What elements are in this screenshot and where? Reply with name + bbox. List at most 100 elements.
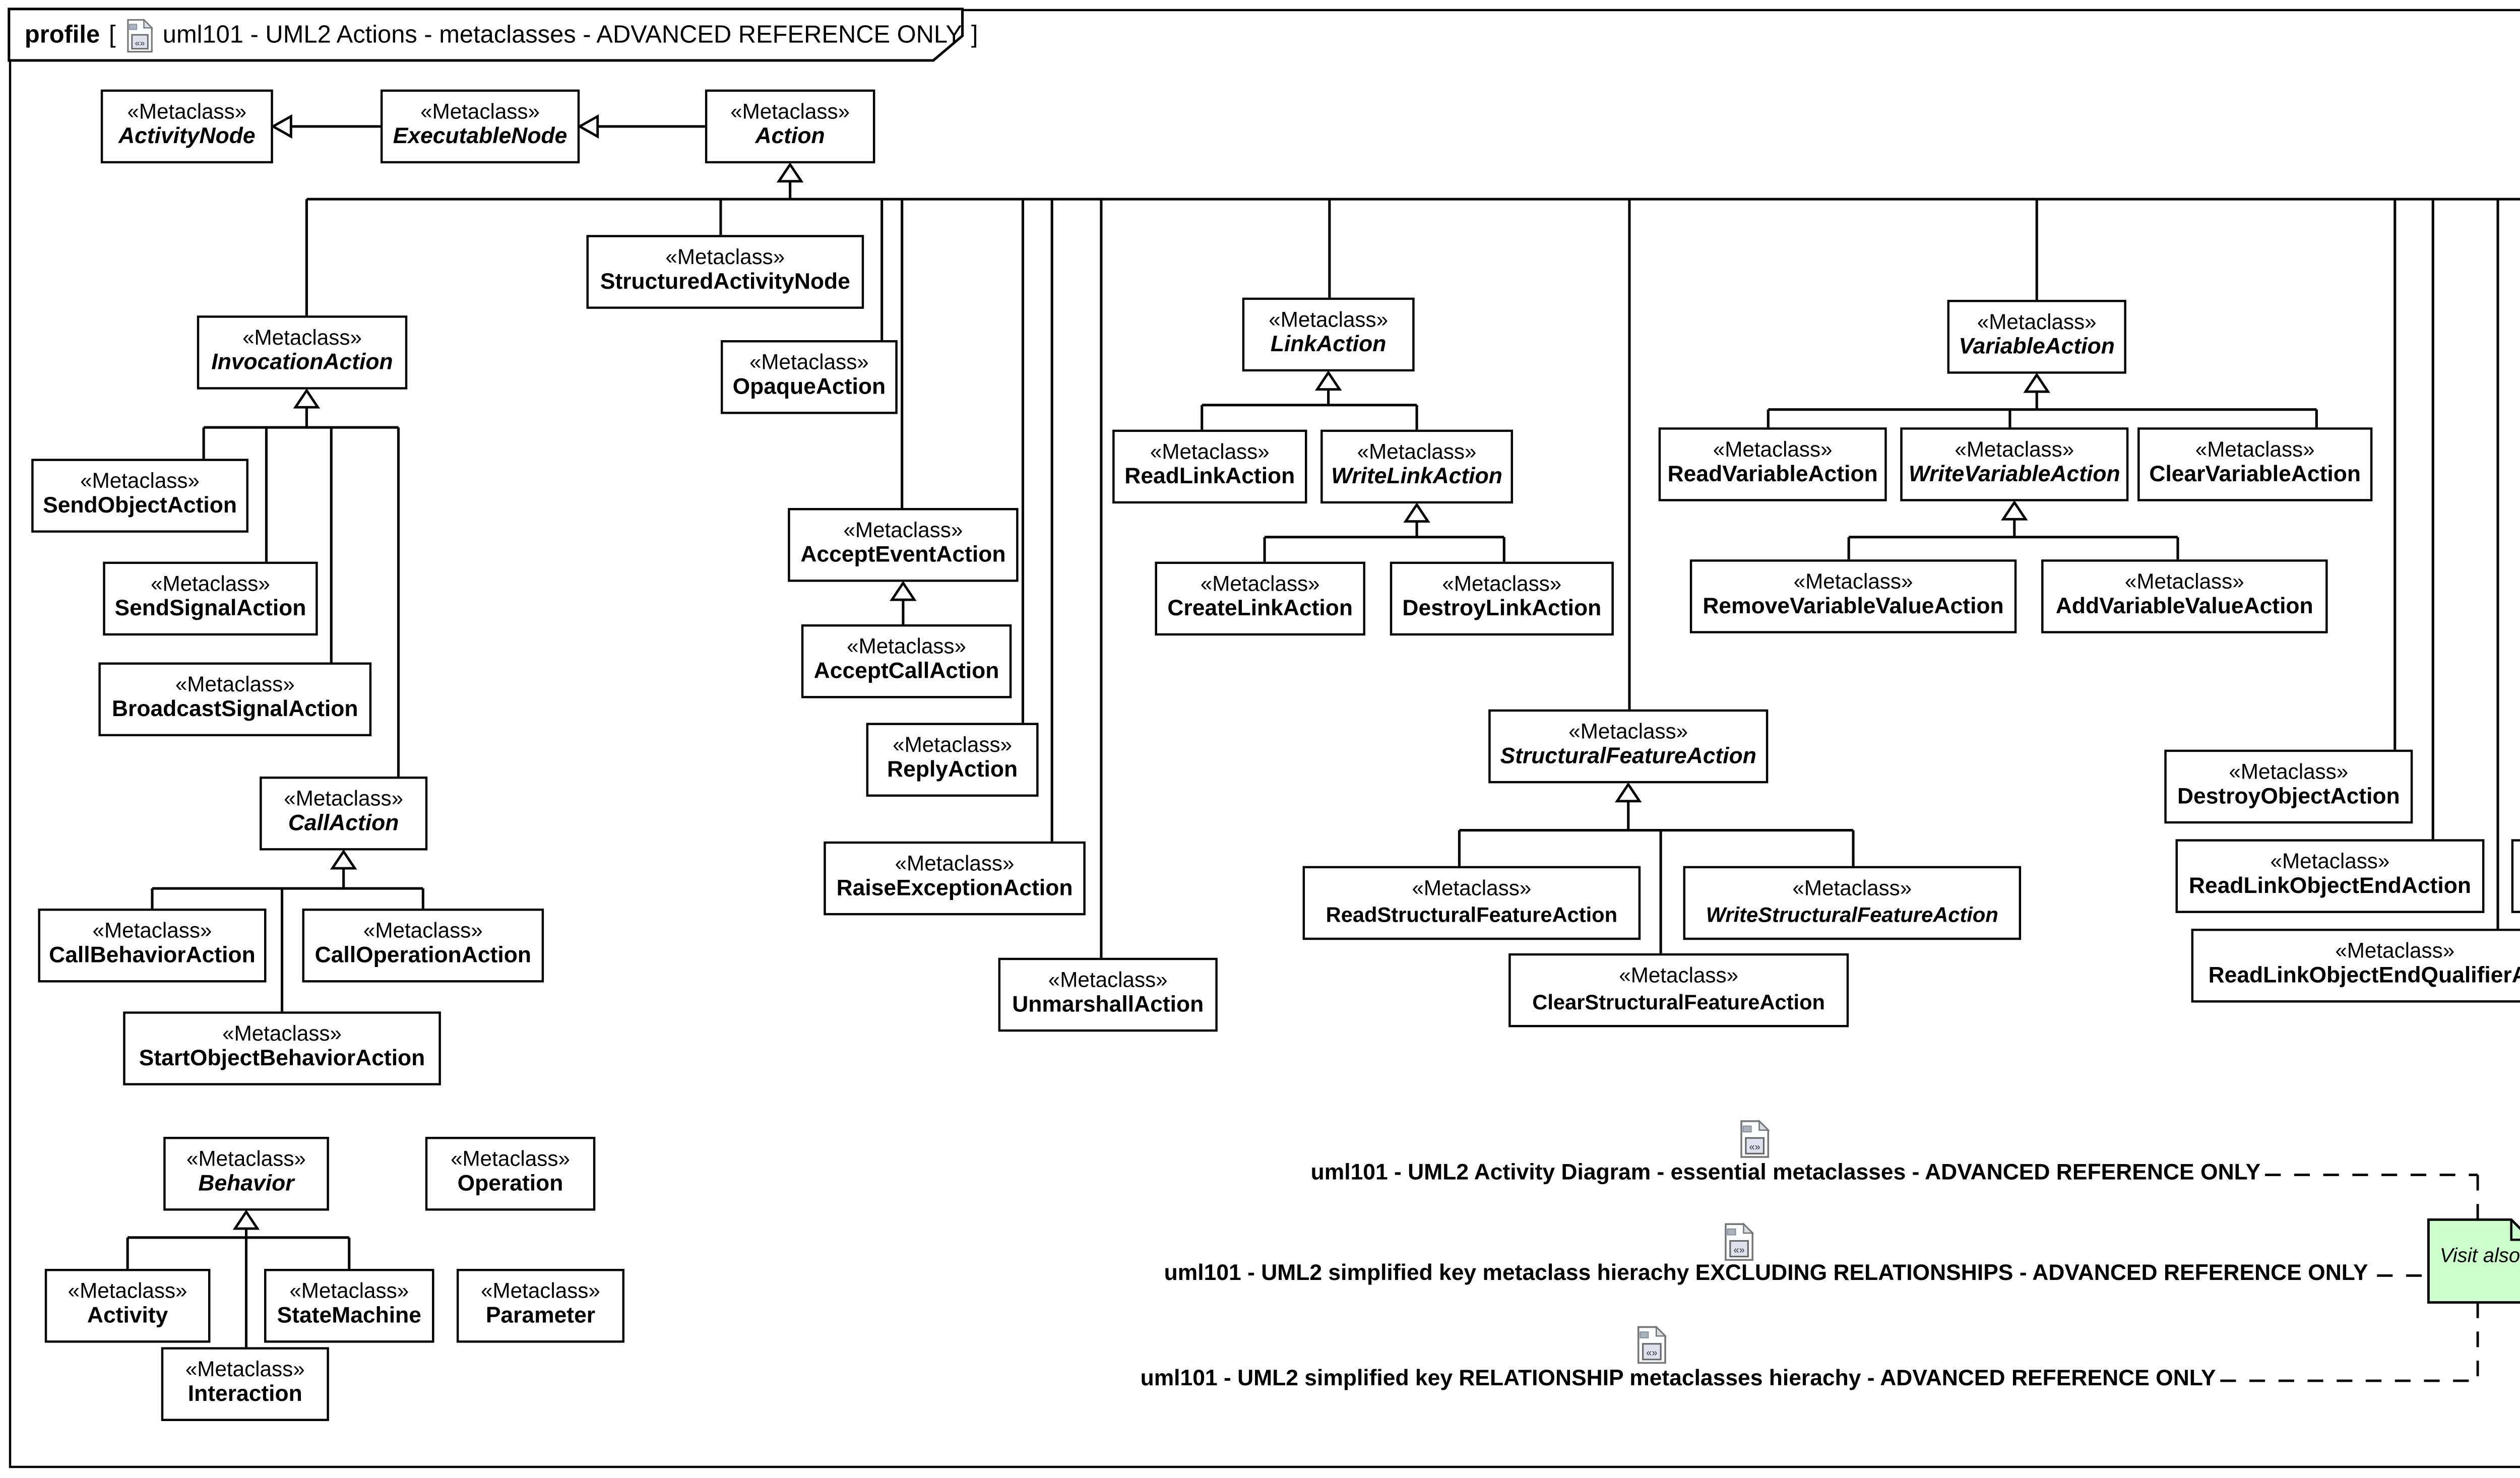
- metaclass-readlinkobjectendaction[interactable]: «Metaclass»ReadLinkObjectEndAction: [2175, 839, 2485, 913]
- stereotype-label: «Metaclass»: [665, 245, 785, 270]
- metaclass-name: DestroyLinkAction: [1402, 598, 1602, 623]
- metaclass-name: CreateLinkAction: [1167, 598, 1353, 623]
- metaclass-invocationaction[interactable]: «Metaclass»InvocationAction: [197, 315, 408, 390]
- metaclass-name: BroadcastSignalAction: [111, 698, 358, 724]
- stereotype-label: «Metaclass»: [2270, 849, 2390, 874]
- metaclass-variableaction[interactable]: «Metaclass»VariableAction: [1947, 300, 2126, 374]
- metaclass-destroylinkaction[interactable]: «Metaclass»DestroyLinkAction: [1390, 561, 1614, 636]
- stereotype-label: «Metaclass»: [749, 350, 869, 375]
- metaclass-unmarshallaction[interactable]: «Metaclass»UnmarshallAction: [998, 957, 1218, 1032]
- stereotype-label: «Metaclass»: [222, 1021, 342, 1047]
- stereotype-label: «Metaclass»: [1977, 310, 2097, 335]
- metaclass-action[interactable]: «Metaclass»Action: [705, 89, 875, 164]
- stereotype-label: «Metaclass»: [363, 919, 483, 944]
- metaclass-callbehavioraction[interactable]: «Metaclass»CallBehaviorAction: [38, 909, 267, 983]
- metaclass-activity[interactable]: «Metaclass»Activity: [44, 1268, 211, 1343]
- stereotype-label: «Metaclass»: [1412, 877, 1532, 902]
- metaclass-structuredactivitynode[interactable]: «Metaclass»StructuredActivityNode: [586, 235, 864, 309]
- stereotype-label: «Metaclass»: [2335, 939, 2455, 964]
- metaclass-operation[interactable]: «Metaclass»Operation: [425, 1136, 596, 1211]
- metaclass-writevariableaction[interactable]: «Metaclass»WriteVariableAction: [1900, 427, 2129, 501]
- metaclass-readstructuralfeatureaction[interactable]: «Metaclass»ReadStructuralFeatureAction: [1302, 866, 1641, 940]
- metaclass-clearstructuralfeatureaction[interactable]: «Metaclass»ClearStructuralFeatureAction: [1508, 953, 1849, 1027]
- tab-bracket-close: ]: [971, 22, 978, 49]
- metaclass-readlinkaction[interactable]: «Metaclass»ReadLinkAction: [1112, 429, 1307, 504]
- metaclass-name: StartObjectBehaviorAction: [139, 1048, 425, 1073]
- stereotype-label: «Metaclass»: [1150, 440, 1270, 465]
- diagram-tab: profile [ «» uml101 - UML2 Actions - met…: [25, 18, 978, 54]
- metaclass-linkaction[interactable]: «Metaclass»LinkAction: [1242, 297, 1415, 372]
- metaclass-name: ReadLinkAction: [1124, 466, 1295, 491]
- stereotype-label: «Metaclass»: [127, 100, 247, 124]
- diagram-reference-link[interactable]: uml101 - UML2 simplified key metaclass h…: [1164, 1262, 2368, 1287]
- stereotype-label: «Metaclass»: [175, 672, 295, 697]
- metaclass-addvariablevalueaction[interactable]: «Metaclass»AddVariableValueAction: [2041, 559, 2328, 633]
- metaclass-callaction[interactable]: «Metaclass»CallAction: [260, 776, 428, 851]
- svg-text:«»: «»: [1733, 1245, 1744, 1256]
- metaclass-name: Action: [755, 125, 825, 151]
- metaclass-name: SendSignalAction: [114, 598, 306, 623]
- stereotype-label: «Metaclass»: [1793, 569, 1913, 595]
- stereotype-label: «Metaclass»: [1792, 877, 1912, 902]
- metaclass-opaqueaction[interactable]: «Metaclass»OpaqueAction: [720, 340, 898, 414]
- metaclass-startobjectbehavioraction[interactable]: «Metaclass»StartObjectBehaviorAction: [123, 1011, 441, 1085]
- metaclass-name: VariableAction: [1959, 336, 2115, 361]
- metaclass-structuralfeatureaction[interactable]: «Metaclass»StructuralFeatureAction: [1488, 709, 1769, 784]
- metaclass-name: AddVariableValueAction: [2055, 596, 2313, 621]
- metaclass-broadcastsignalaction[interactable]: «Metaclass»BroadcastSignalAction: [98, 662, 372, 737]
- metaclass-name: StructuralFeatureAction: [1500, 745, 1756, 770]
- metaclass-name: ClearStructuralFeatureAction: [1532, 988, 1825, 1013]
- diagram-frame: [9, 9, 2520, 1468]
- metaclass-behavior[interactable]: «Metaclass»Behavior: [163, 1136, 329, 1211]
- svg-text:«»: «»: [1749, 1142, 1760, 1153]
- diagram-file-icon: «»: [1636, 1325, 1667, 1365]
- metaclass-name: ReadStructuralFeatureAction: [1326, 901, 1618, 926]
- metaclass-accepteventaction[interactable]: «Metaclass»AcceptEventAction: [788, 508, 1019, 582]
- metaclass-replyaction[interactable]: «Metaclass»ReplyAction: [866, 723, 1039, 797]
- metaclass-name: ActivityNode: [118, 125, 256, 151]
- stereotype-label: «Metaclass»: [284, 787, 404, 812]
- metaclass-name: CallOperationAction: [314, 945, 532, 970]
- metaclass-acceptcallaction[interactable]: «Metaclass»AcceptCallAction: [801, 624, 1012, 698]
- diagram-reference-link[interactable]: uml101 - UML2 Activity Diagram - essenti…: [1310, 1161, 2261, 1186]
- metaclass-interaction[interactable]: «Metaclass»Interaction: [161, 1347, 329, 1421]
- diagram-reference-link[interactable]: uml101 - UML2 simplified key RELATIONSHI…: [1140, 1367, 2216, 1392]
- metaclass-writestructuralfeatureaction[interactable]: «Metaclass»WriteStructuralFeatureAction: [1683, 866, 2022, 940]
- metaclass-removevariablevalueaction[interactable]: «Metaclass»RemoveVariableValueAction: [1689, 559, 2017, 633]
- note-shape: [2427, 1218, 2520, 1304]
- metaclass-createlinkaction[interactable]: «Metaclass»CreateLinkAction: [1155, 561, 1365, 636]
- metaclass-name: RemoveVariableValueAction: [1703, 596, 2004, 621]
- svg-text:«»: «»: [1646, 1347, 1657, 1359]
- metaclass-statemachine[interactable]: «Metaclass»StateMachine: [264, 1268, 434, 1343]
- metaclass-name: CallAction: [288, 813, 399, 838]
- metaclass-reclassifyobjectaction[interactable]: «Metaclass»ReclassifyObjectAction: [2511, 839, 2520, 913]
- stereotype-label: «Metaclass»: [481, 1279, 600, 1304]
- metaclass-destroyobjectaction[interactable]: «Metaclass»DestroyObjectAction: [2164, 749, 2413, 824]
- metaclass-sendsignalaction[interactable]: «Metaclass»SendSignalAction: [103, 561, 318, 636]
- metaclass-parameter[interactable]: «Metaclass»Parameter: [456, 1268, 625, 1343]
- stereotype-label: «Metaclass»: [1357, 440, 1477, 465]
- metaclass-name: WriteVariableAction: [1909, 464, 2120, 489]
- metaclass-name: ReadVariableAction: [1667, 464, 1878, 489]
- metaclass-activitynode[interactable]: «Metaclass»ActivityNode: [100, 89, 273, 164]
- stereotype-label: «Metaclass»: [1442, 572, 1562, 597]
- diagram-file-icon: «»: [1723, 1222, 1754, 1262]
- tab-keyword: profile: [24, 22, 100, 49]
- metaclass-readvariableaction[interactable]: «Metaclass»ReadVariableAction: [1658, 427, 1887, 501]
- stereotype-label: «Metaclass»: [242, 326, 362, 351]
- metaclass-raiseexceptionaction[interactable]: «Metaclass»RaiseExceptionAction: [824, 841, 1086, 916]
- metaclass-readlinkobjectendqualifieraction[interactable]: «Metaclass»ReadLinkObjectEndQualifierAct…: [2191, 928, 2520, 1003]
- stereotype-label: «Metaclass»: [186, 1147, 306, 1172]
- metaclass-name: WriteLinkAction: [1331, 466, 1502, 491]
- metaclass-writelinkaction[interactable]: «Metaclass»WriteLinkAction: [1320, 429, 1514, 504]
- metaclass-calloperationaction[interactable]: «Metaclass»CallOperationAction: [302, 909, 544, 983]
- metaclass-name: StateMachine: [277, 1305, 421, 1330]
- stereotype-label: «Metaclass»: [1200, 572, 1320, 597]
- metaclass-clearvariableaction[interactable]: «Metaclass»ClearVariableAction: [2137, 427, 2373, 501]
- visit-also-note[interactable]: Visit also: [2439, 1244, 2520, 1267]
- metaclass-sendobjectaction[interactable]: «Metaclass»SendObjectAction: [31, 459, 248, 533]
- metaclass-name: Behavior: [198, 1173, 294, 1198]
- metaclass-executablenode[interactable]: «Metaclass»ExecutableNode: [380, 89, 580, 164]
- stereotype-label: «Metaclass»: [2124, 569, 2244, 595]
